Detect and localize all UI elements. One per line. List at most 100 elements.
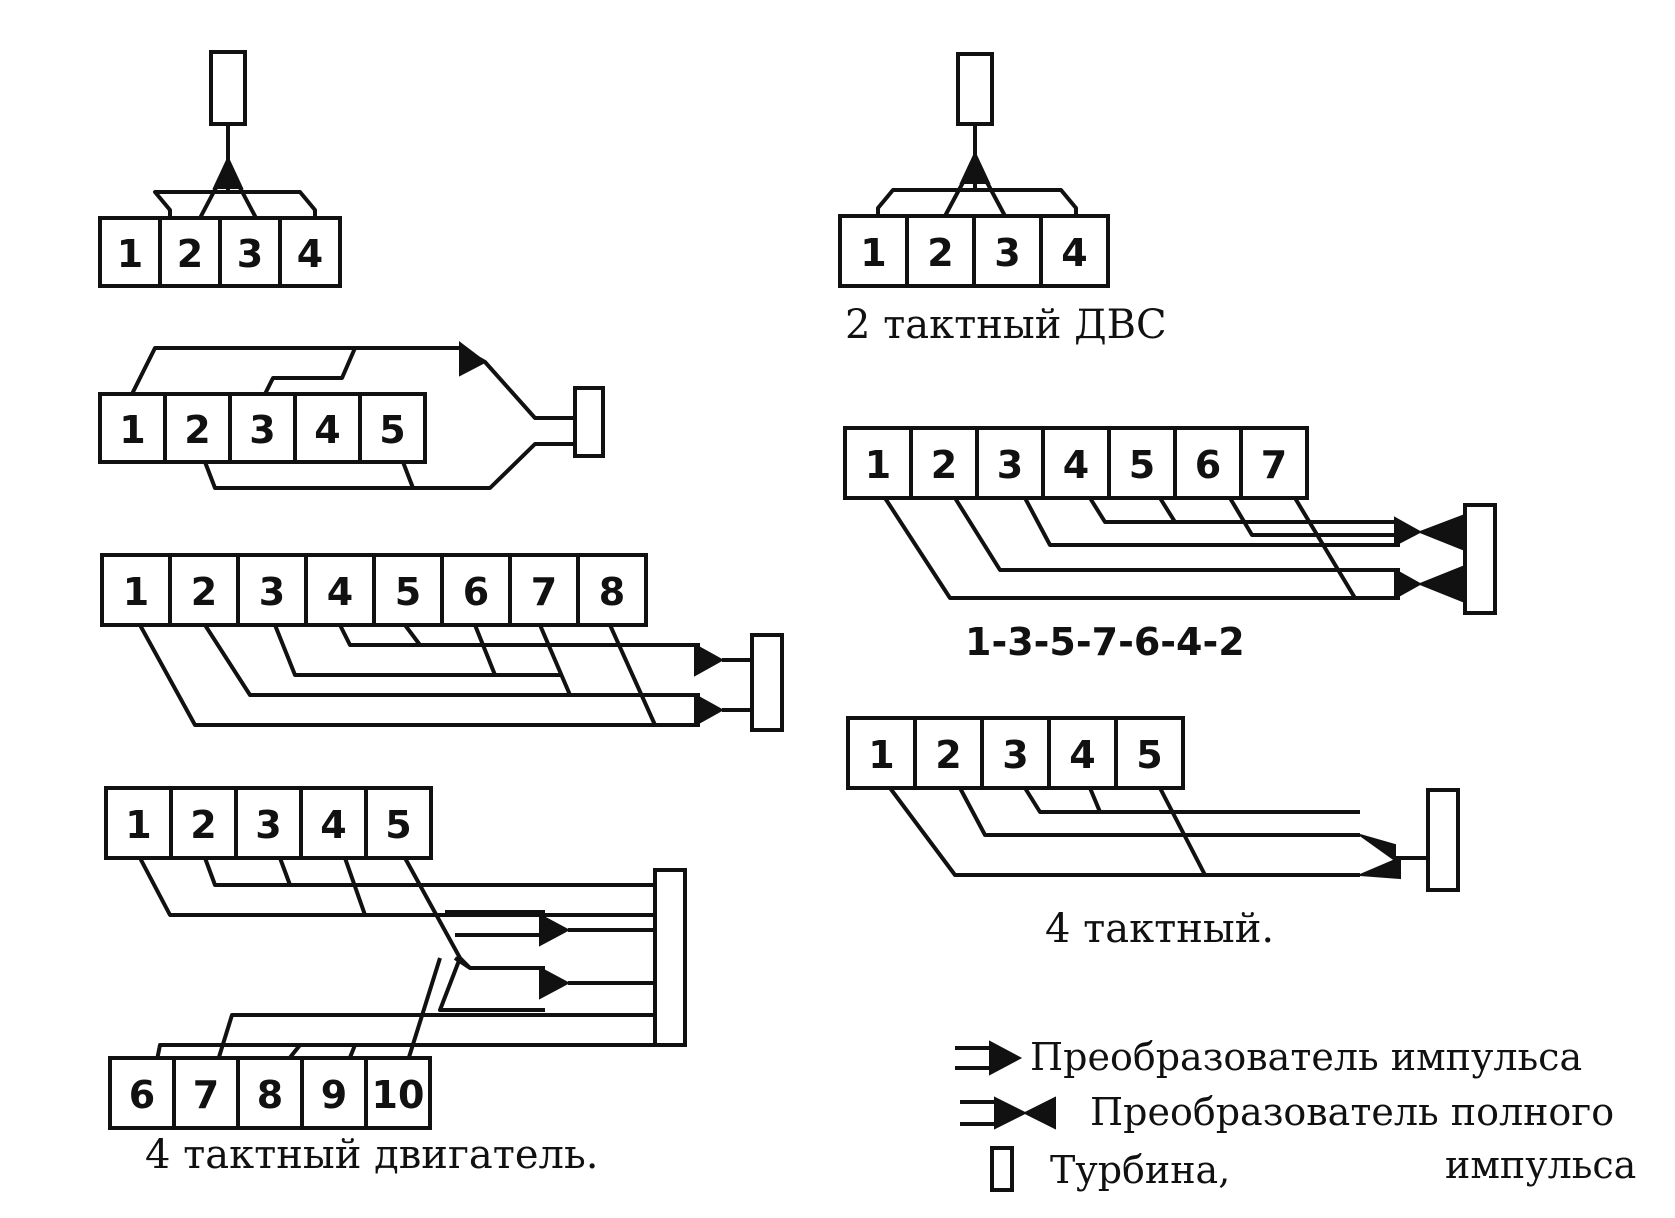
cylinder-cell bbox=[508, 553, 580, 627]
cylinder-number: 4 bbox=[327, 570, 353, 614]
cylinder-cell bbox=[299, 786, 368, 860]
cylinder-number: 8 bbox=[599, 570, 625, 614]
cylinder-cell bbox=[1173, 426, 1243, 500]
pulse-converter-icon bbox=[539, 966, 571, 1000]
cylinder-number: 1 bbox=[868, 733, 894, 777]
cylinder-number: 1 bbox=[125, 803, 151, 847]
cylinder-number: 3 bbox=[259, 570, 285, 614]
cylinder-number: 3 bbox=[249, 408, 275, 452]
cylinder-number: 1 bbox=[860, 231, 886, 275]
manifold-pipes-mid bbox=[445, 910, 545, 937]
turbine-icon bbox=[750, 633, 784, 732]
pulse-converter-icon bbox=[694, 693, 725, 727]
cylinder-number: 2 bbox=[935, 733, 961, 777]
cylinder-number: 4 bbox=[297, 232, 323, 276]
cylinder-cell bbox=[1239, 426, 1309, 500]
junction-icon bbox=[959, 150, 991, 184]
cylinder-number: 4 bbox=[320, 803, 346, 847]
pulse-converter-icon bbox=[1394, 516, 1423, 547]
turbine-icon bbox=[1463, 503, 1497, 615]
cylinder-cell bbox=[905, 214, 976, 288]
turbine-icon bbox=[956, 52, 994, 126]
manifold-pipes bbox=[153, 124, 317, 219]
manifold-pipes-bottom bbox=[153, 957, 660, 1072]
cylinder-number: 8 bbox=[257, 1073, 283, 1117]
legend-label: Преобразователь импульса bbox=[1030, 1035, 1582, 1079]
cylinder-cell bbox=[158, 216, 222, 288]
turbine-icon bbox=[990, 1146, 1014, 1192]
cylinder-number: 2 bbox=[927, 231, 953, 275]
diagram-caption: 2 тактный ДВС bbox=[845, 302, 1167, 348]
cylinder-cell bbox=[104, 786, 173, 860]
legend-label: Преобразователь полного bbox=[1090, 1090, 1614, 1134]
turbine-inlet bbox=[568, 928, 655, 985]
cylinder-number: 4 bbox=[1063, 443, 1089, 487]
cylinder-number: 7 bbox=[531, 570, 557, 614]
cylinder-number: 10 bbox=[372, 1073, 425, 1117]
cylinder-number: 6 bbox=[463, 570, 489, 614]
manifold-pipes bbox=[138, 623, 700, 727]
cylinder-cell bbox=[972, 214, 1043, 288]
cylinder-number: 2 bbox=[184, 408, 210, 452]
cylinder-cell bbox=[304, 553, 376, 627]
manifold-pipes bbox=[876, 124, 1078, 217]
cylinder-cell bbox=[1039, 214, 1110, 288]
cylinder-cell bbox=[364, 1056, 432, 1130]
cylinder-number: 2 bbox=[177, 232, 203, 276]
cylinder-number: 9 bbox=[321, 1073, 347, 1117]
cylinder-number: 2 bbox=[190, 803, 216, 847]
full-pulse-converter-icon bbox=[1417, 513, 1466, 604]
cylinder-cell bbox=[440, 553, 512, 627]
turbine-icon bbox=[653, 868, 687, 1047]
cylinder-number: 3 bbox=[237, 232, 263, 276]
cylinder-number: 7 bbox=[193, 1073, 219, 1117]
cylinder-number: 3 bbox=[994, 231, 1020, 275]
pulse-converter-icon bbox=[459, 340, 487, 377]
cylinder-number: 1 bbox=[119, 408, 145, 452]
legend-turbine: Турбина, импульса bbox=[990, 1143, 1636, 1192]
cylinder-number: 3 bbox=[255, 803, 281, 847]
legend-pulse-converter: Преобразователь импульса bbox=[955, 1035, 1582, 1079]
legend-full-pulse-converter: Преобразователь полного bbox=[960, 1090, 1614, 1134]
legend: Преобразователь импульса Преобразователь… bbox=[955, 1035, 1636, 1192]
cylinder-cell bbox=[108, 1056, 176, 1130]
cylinder-number: 4 bbox=[1069, 733, 1095, 777]
cylinder-number: 1 bbox=[117, 232, 143, 276]
full-pulse-converter-icon bbox=[1359, 834, 1401, 880]
cylinder-number: 5 bbox=[1129, 443, 1155, 487]
manifold-pipes-top bbox=[138, 857, 660, 970]
pulse-converter-icon bbox=[694, 643, 725, 677]
cylinder-cell bbox=[576, 553, 648, 627]
cylinder-number: 2 bbox=[931, 443, 957, 487]
diagram-caption: 4 тактный двигатель. bbox=[145, 1132, 598, 1178]
cylinder-number: 3 bbox=[1002, 733, 1028, 777]
pulse-converter-icon bbox=[539, 913, 571, 947]
cylinder-cell bbox=[843, 426, 913, 500]
cylinder-cell bbox=[228, 392, 297, 464]
cylinder-number: 5 bbox=[1136, 733, 1162, 777]
manifold-pipes bbox=[888, 786, 1360, 877]
legend-pipe-icon bbox=[960, 1100, 995, 1126]
firing-order: 1-3-5-7-6-4-2 bbox=[965, 620, 1245, 664]
pulse-converter-icon bbox=[1394, 568, 1423, 600]
legend-label: импульса bbox=[1445, 1143, 1636, 1187]
cylinder-cell bbox=[278, 216, 342, 288]
cylinder-cell bbox=[236, 553, 308, 627]
cylinder-number: 5 bbox=[379, 408, 405, 452]
cylinder-cell bbox=[163, 392, 232, 464]
cylinder-number: 6 bbox=[1195, 443, 1221, 487]
turbine-icon bbox=[209, 50, 247, 126]
pulse-converter-icon bbox=[989, 1040, 1023, 1076]
